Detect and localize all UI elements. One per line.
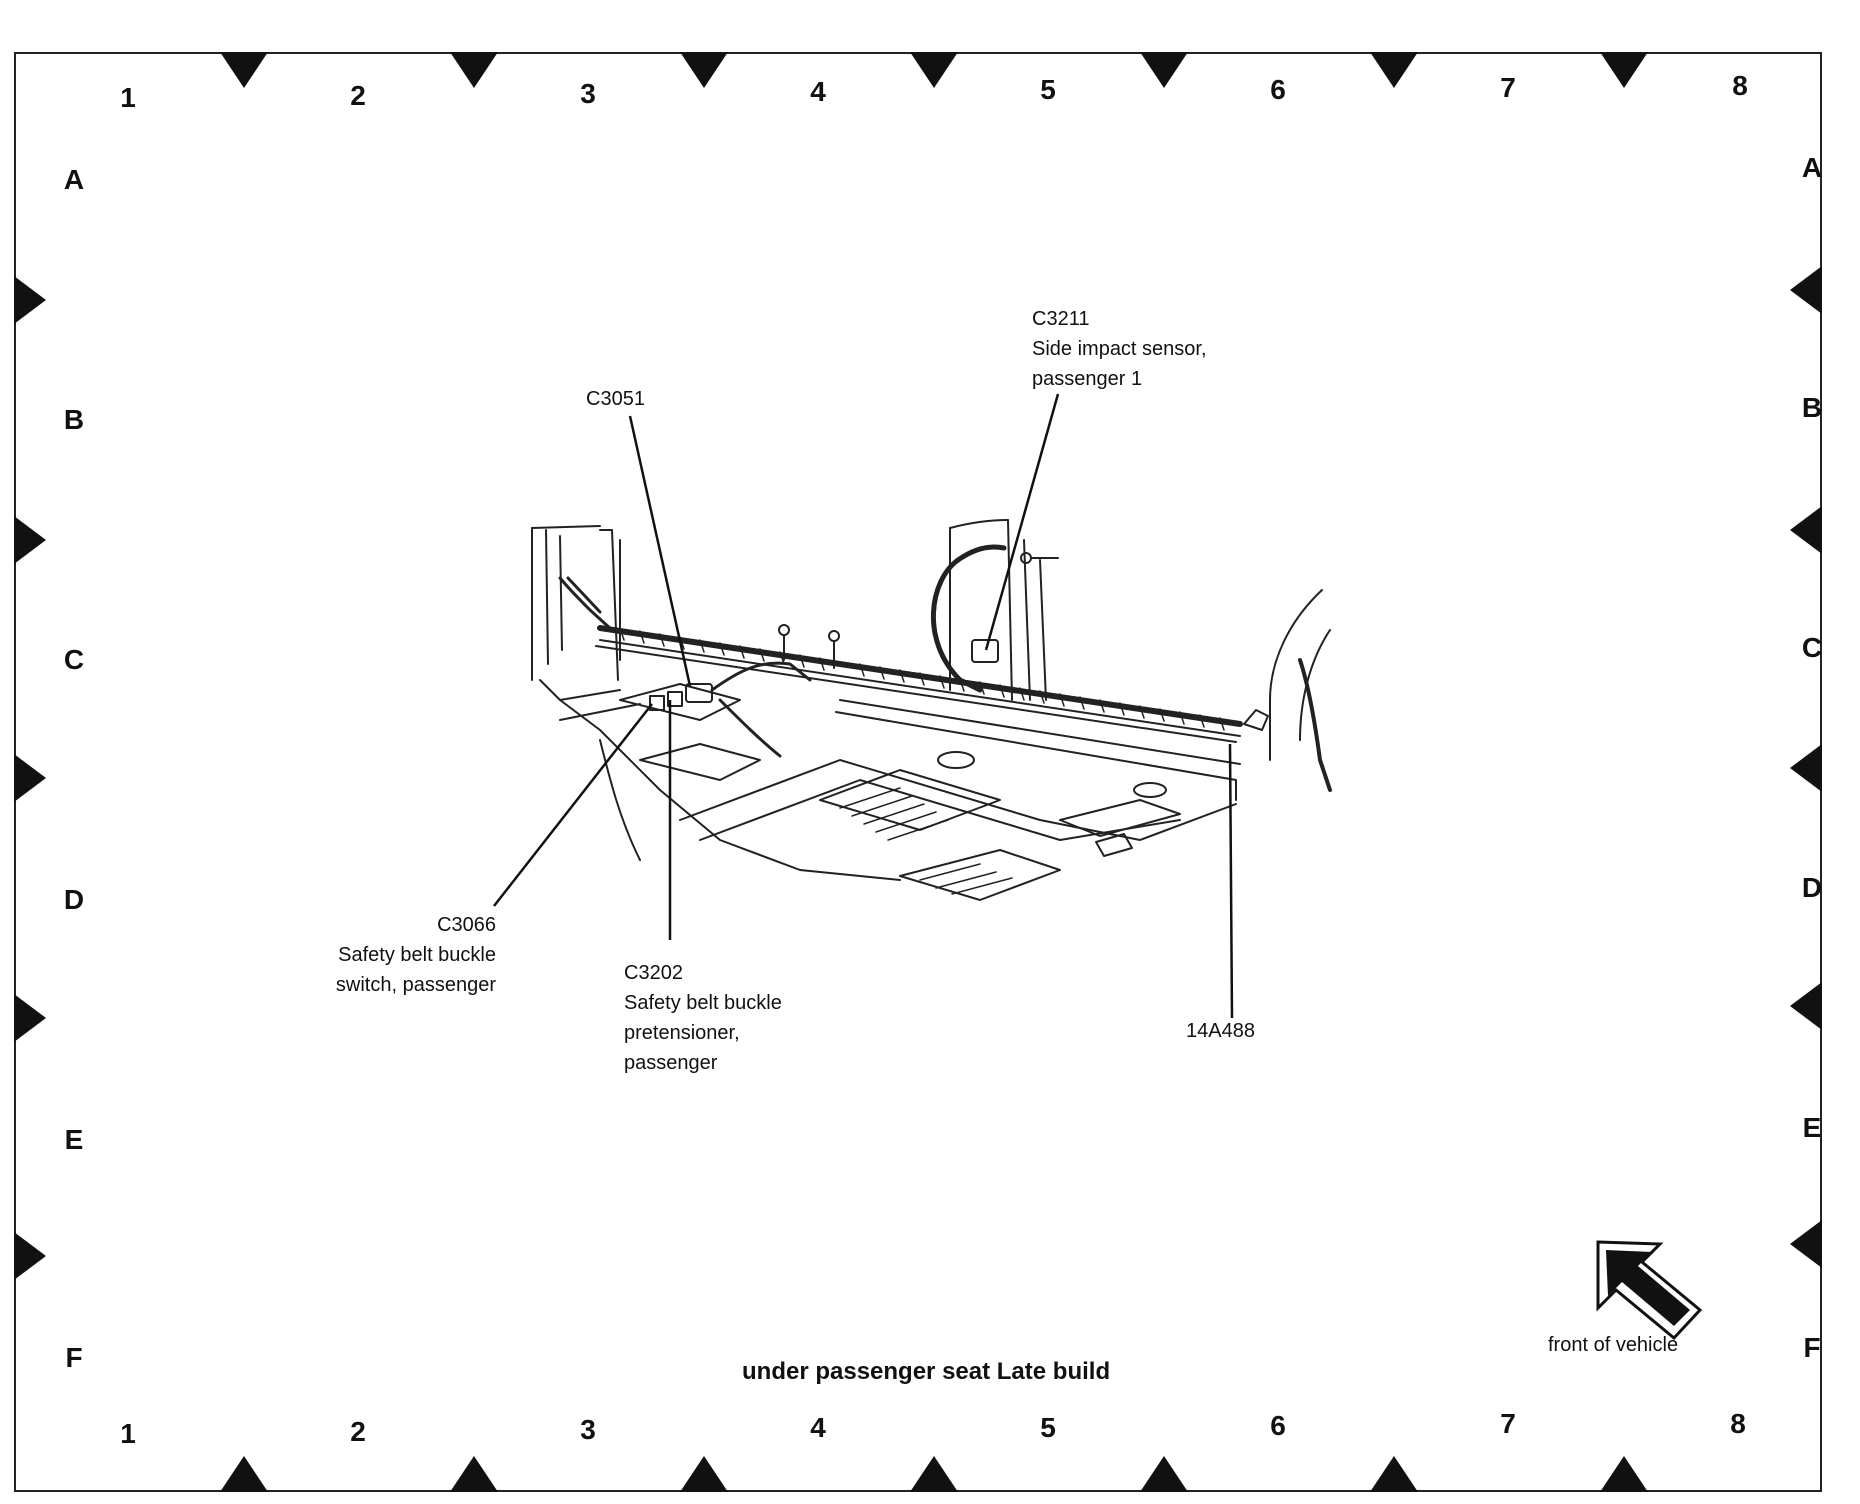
zone-col-8: 8 — [1732, 70, 1748, 101]
connector-description: switch, passenger — [335, 974, 496, 996]
marker-top-3 — [680, 52, 728, 88]
marker-bottom-7 — [1600, 1456, 1648, 1492]
zone-col-1: 1 — [120, 82, 136, 113]
diagram-caption: under passenger seat Late build — [742, 1358, 1111, 1385]
marker-right-ab — [1790, 266, 1822, 314]
connector-description: pretensioner, — [624, 1022, 740, 1044]
leader-lines — [493, 393, 1234, 1019]
connector-code: C3202 — [624, 962, 683, 984]
connector-description: passenger — [624, 1052, 718, 1074]
marker-bottom-4 — [910, 1456, 958, 1492]
zone-col-6-bottom: 6 — [1270, 1410, 1286, 1441]
zone-col-5: 5 — [1040, 74, 1056, 105]
zone-col-6: 6 — [1270, 74, 1286, 105]
marker-top-6 — [1370, 52, 1418, 88]
marker-right-de — [1790, 982, 1822, 1030]
zone-col-5-bottom: 5 — [1040, 1412, 1056, 1443]
zone-row-b: B — [63, 404, 85, 435]
marker-right-ef — [1790, 1220, 1822, 1268]
connector-description: Safety belt buckle — [624, 992, 782, 1014]
marker-bottom-6 — [1370, 1456, 1418, 1492]
leader-c3211 — [984, 393, 1060, 651]
zone-row-a: A — [63, 164, 85, 195]
leader-c3066 — [493, 703, 653, 907]
connector-code: C3066 — [437, 914, 496, 936]
zone-row-f: F — [65, 1342, 83, 1373]
callout-c3051: C3051 — [586, 384, 645, 414]
connector-code: C3211 — [1032, 308, 1090, 330]
zone-row-c: C — [63, 644, 85, 675]
callout-c3211: C3211 Side impact sensor, passenger 1 — [1032, 304, 1207, 394]
zone-col-1-bottom: 1 — [120, 1418, 136, 1449]
zone-col-7-bottom: 7 — [1500, 1408, 1516, 1439]
marker-left-ef — [14, 1232, 46, 1280]
zone-col-8-bottom: 8 — [1730, 1408, 1746, 1439]
callout-c3202: C3202 Safety belt buckle pretensioner, p… — [624, 958, 782, 1078]
harness-code: 14A488 — [1186, 1020, 1255, 1042]
zone-row-e-right: E — [1802, 1112, 1822, 1143]
marker-top-2 — [450, 52, 498, 88]
front-of-vehicle-label: front of vehicle — [1548, 1334, 1679, 1356]
zone-row-f-right: F — [1803, 1332, 1821, 1363]
marker-top-7 — [1600, 52, 1648, 88]
zone-col-7: 7 — [1500, 72, 1516, 103]
marker-left-bc — [14, 516, 46, 564]
marker-top-5 — [1140, 52, 1188, 88]
zone-row-c-right: C — [1801, 632, 1823, 663]
callout-14a488: 14A488 — [1186, 1016, 1255, 1046]
marker-left-cd — [14, 754, 46, 802]
zone-col-4: 4 — [810, 76, 826, 107]
zone-row-d: D — [63, 884, 85, 915]
zone-col-2: 2 — [350, 80, 366, 111]
connector-description: passenger 1 — [1032, 368, 1143, 390]
connector-description: Side impact sensor, — [1032, 338, 1207, 360]
marker-top-4 — [910, 52, 958, 88]
leader-c3051 — [628, 415, 692, 687]
zone-row-d-right: D — [1801, 872, 1823, 903]
marker-bottom-3 — [680, 1456, 728, 1492]
zone-row-a-right: A — [1801, 152, 1823, 183]
marker-bottom-5 — [1140, 1456, 1188, 1492]
zone-row-e: E — [64, 1124, 84, 1155]
marker-top-1 — [220, 52, 268, 88]
zone-col-4-bottom: 4 — [810, 1412, 826, 1443]
direction-arrow-icon — [1596, 1240, 1703, 1341]
marker-bottom-1 — [220, 1456, 268, 1492]
marker-left-ab — [14, 276, 46, 324]
callout-c3066: C3066 Safety belt buckle switch, passeng… — [320, 910, 496, 1000]
marker-left-de — [14, 994, 46, 1042]
zone-col-3-bottom: 3 — [580, 1414, 596, 1445]
marker-bottom-2 — [450, 1456, 498, 1492]
zone-col-3: 3 — [580, 78, 596, 109]
leader-14a488 — [1228, 743, 1234, 1019]
zone-col-2-bottom: 2 — [350, 1416, 366, 1447]
marker-right-bc — [1790, 506, 1822, 554]
connector-code: C3051 — [586, 388, 645, 410]
zone-row-b-right: B — [1801, 392, 1823, 423]
connector-description: Safety belt buckle — [338, 944, 496, 966]
marker-right-cd — [1790, 744, 1822, 792]
